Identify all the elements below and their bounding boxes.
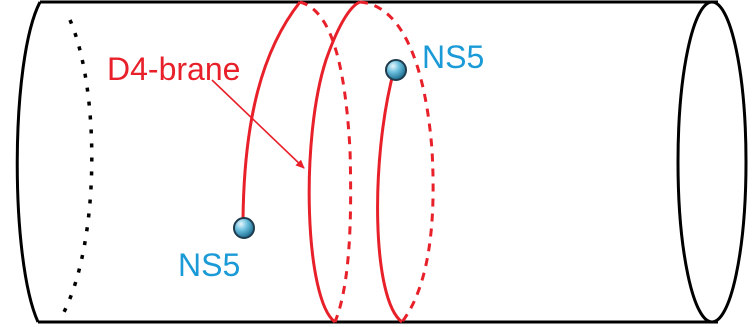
d4-brane-front-1 [241, 1, 302, 221]
ns5-label-left: NS5 [178, 247, 240, 283]
d4-brane-front-3 [376, 69, 403, 324]
d4-brane-curves [241, 0, 435, 324]
d4-brane-arrow [211, 79, 305, 169]
cylinder-left-cap-front [15, 1, 42, 323]
cylinder-left-cap-back [62, 19, 94, 313]
ns5-node-right [385, 59, 407, 81]
ns5-node-left [233, 217, 255, 239]
ns5-label-right: NS5 [422, 39, 484, 75]
d4-brane-label: D4-brane [107, 51, 240, 87]
d4-brane-back-2 [359, 0, 435, 323]
d4-brane-back-1 [299, 0, 353, 323]
cylinder-right-cap [676, 0, 748, 324]
d4-brane-front-2 [307, 0, 361, 324]
cylinder [15, 0, 748, 324]
